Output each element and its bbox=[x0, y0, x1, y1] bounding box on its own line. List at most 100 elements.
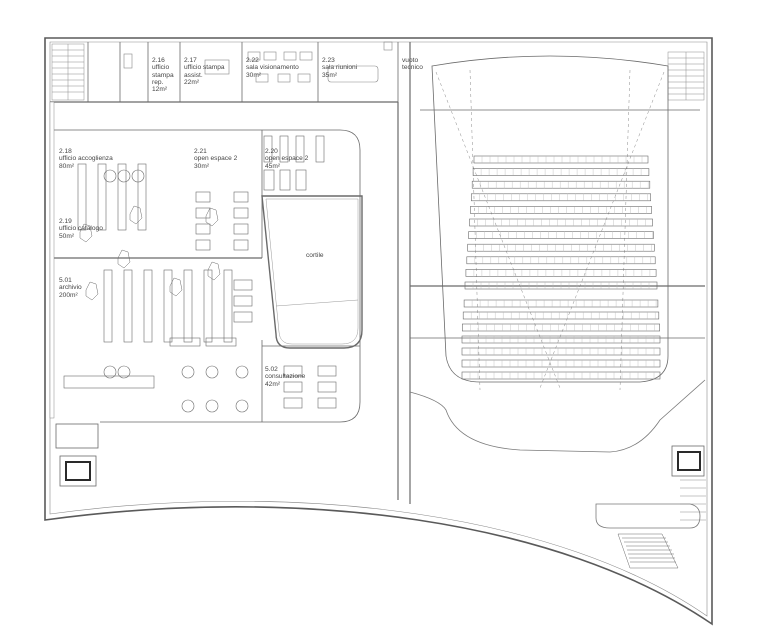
person-figure bbox=[169, 277, 183, 297]
desk bbox=[233, 191, 249, 203]
desk bbox=[283, 365, 303, 377]
desk bbox=[195, 207, 211, 219]
shelf bbox=[103, 269, 113, 343]
stair-top-left bbox=[51, 43, 85, 101]
stair-bottom-right bbox=[617, 533, 679, 569]
desk bbox=[315, 135, 325, 163]
desk bbox=[295, 135, 305, 163]
seat-row bbox=[461, 323, 660, 332]
shelf bbox=[77, 163, 87, 231]
shelf bbox=[123, 269, 133, 343]
sight-lines bbox=[435, 69, 665, 391]
stair-top-right bbox=[667, 51, 705, 101]
elevator-right bbox=[671, 445, 705, 477]
round-table bbox=[205, 399, 219, 413]
left-wall-column bbox=[49, 101, 55, 419]
desk bbox=[263, 169, 275, 191]
desk bbox=[263, 135, 273, 163]
desk bbox=[317, 381, 337, 393]
desk bbox=[205, 337, 237, 347]
desk bbox=[233, 295, 253, 307]
shelf bbox=[63, 375, 155, 389]
auditorium-seats bbox=[461, 155, 661, 380]
desk bbox=[279, 135, 289, 163]
seat-row bbox=[469, 218, 653, 227]
seat-row bbox=[465, 269, 657, 277]
outer-wall-inner bbox=[49, 41, 708, 617]
round-table bbox=[117, 169, 131, 183]
round-table bbox=[235, 365, 249, 379]
round-table bbox=[103, 169, 117, 183]
person-figure bbox=[129, 205, 143, 225]
seat-row bbox=[463, 299, 659, 308]
seat-row bbox=[468, 231, 654, 239]
seat-row bbox=[461, 371, 661, 380]
person-figure bbox=[207, 261, 221, 281]
person-figure bbox=[79, 223, 93, 243]
shelf bbox=[203, 269, 213, 343]
shelf bbox=[97, 163, 107, 231]
shelf bbox=[223, 269, 233, 343]
desk bbox=[233, 279, 253, 291]
seat-row bbox=[462, 311, 660, 320]
office-furniture bbox=[123, 41, 393, 83]
seat-row bbox=[466, 256, 656, 265]
seat-row bbox=[461, 347, 661, 356]
round-table bbox=[181, 399, 195, 413]
cortile-label: cortile bbox=[306, 252, 324, 259]
desk bbox=[295, 169, 307, 191]
desk bbox=[195, 239, 211, 251]
person-figure bbox=[117, 249, 131, 269]
right-wall-steps bbox=[680, 479, 706, 521]
round-table bbox=[181, 365, 195, 379]
desk bbox=[233, 207, 249, 219]
desk bbox=[233, 239, 249, 251]
foyer-shape bbox=[409, 379, 706, 453]
shelf bbox=[183, 269, 193, 343]
elevator-bottom-left bbox=[55, 423, 99, 487]
desk bbox=[283, 381, 303, 393]
seat-row bbox=[470, 206, 652, 214]
person-figure bbox=[205, 207, 219, 227]
desk bbox=[317, 397, 337, 409]
desk bbox=[169, 337, 201, 347]
shelf bbox=[163, 269, 173, 343]
shelf bbox=[143, 269, 153, 343]
cortile-outline bbox=[261, 195, 363, 349]
round-table bbox=[131, 169, 145, 183]
seat-row bbox=[473, 155, 649, 164]
round-table bbox=[103, 365, 117, 379]
desk bbox=[279, 169, 291, 191]
desk bbox=[317, 365, 337, 377]
round-table bbox=[235, 399, 249, 413]
desk bbox=[195, 223, 211, 235]
shelf bbox=[137, 163, 147, 231]
shelf bbox=[117, 163, 127, 231]
desk bbox=[195, 191, 211, 203]
seat-row bbox=[461, 359, 661, 368]
archive-shelves bbox=[63, 163, 233, 389]
round-table bbox=[205, 365, 219, 379]
seat-row bbox=[461, 335, 661, 344]
auditorium-outline bbox=[431, 55, 669, 383]
outer-wall bbox=[44, 37, 713, 626]
desk bbox=[233, 311, 253, 323]
office-desks bbox=[79, 135, 337, 413]
person-figure bbox=[85, 281, 99, 301]
desk bbox=[233, 223, 249, 235]
office-block-wall bbox=[50, 129, 361, 423]
desk bbox=[283, 397, 303, 409]
